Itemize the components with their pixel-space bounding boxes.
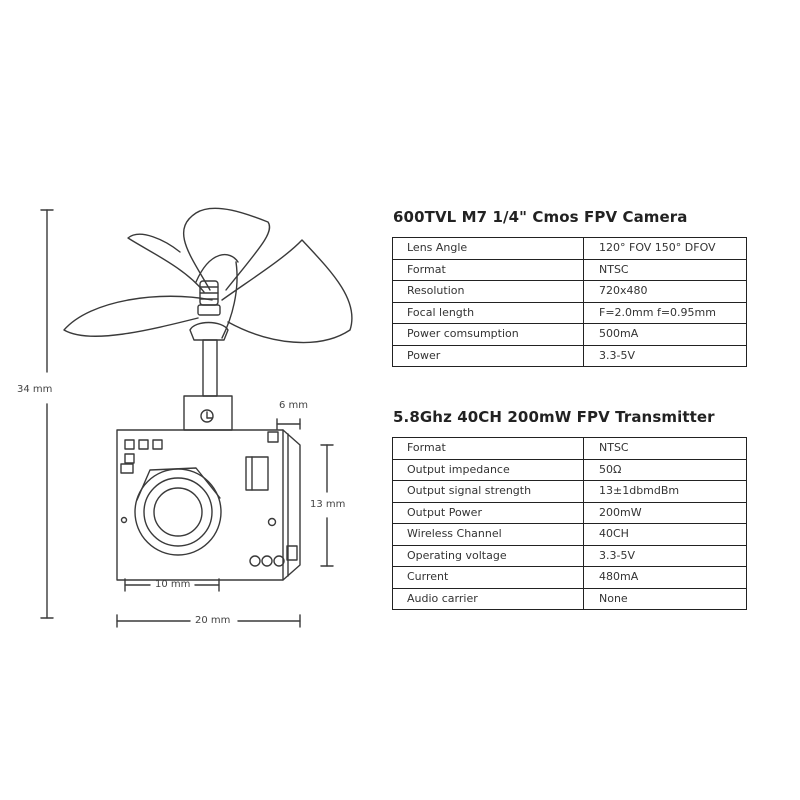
- spec-label: Output Power: [392, 502, 584, 524]
- transmitter-spec-title: 5.8Ghz 40CH 200mW FPV Transmitter: [393, 408, 715, 426]
- dimension-line-body-height: [320, 444, 334, 567]
- dimension-line-height: [40, 209, 54, 619]
- dimension-label-height: 34 mm: [17, 384, 53, 395]
- spec-value: 200mW: [583, 502, 747, 524]
- spec-value: 13±1dbmdBm: [583, 480, 747, 503]
- spec-value: 50Ω: [583, 459, 747, 481]
- camera-spec-title: 600TVL M7 1/4" Cmos FPV Camera: [393, 208, 688, 226]
- spec-label: Power: [392, 345, 584, 367]
- spec-value: None: [583, 588, 747, 610]
- spec-label: Resolution: [392, 280, 584, 303]
- spec-value: NTSC: [583, 259, 747, 281]
- dimension-line-depth: [276, 418, 301, 430]
- spec-label: Audio carrier: [392, 588, 584, 610]
- cloverleaf-antenna: [63, 207, 353, 397]
- spec-label: Output impedance: [392, 459, 584, 481]
- spec-label: Lens Angle: [392, 237, 584, 260]
- spec-value: 480mA: [583, 566, 747, 589]
- spec-label: Format: [392, 437, 584, 460]
- spec-label: Wireless Channel: [392, 523, 584, 546]
- spec-label: Current: [392, 566, 584, 589]
- dimension-label-lens-width: 10 mm: [155, 579, 191, 590]
- spec-value: 3.3-5V: [583, 545, 747, 567]
- spec-value: 720x480: [583, 280, 747, 303]
- dimension-label-body-width: 20 mm: [195, 615, 231, 626]
- spec-label: Format: [392, 259, 584, 281]
- dimension-line-body-width: [116, 614, 301, 628]
- spec-label: Operating voltage: [392, 545, 584, 567]
- spec-value: 40CH: [583, 523, 747, 546]
- dimension-line-lens-width: [124, 578, 220, 592]
- spec-value: F=2.0mm f=0.95mm: [583, 302, 747, 324]
- spec-label: Focal length: [392, 302, 584, 324]
- camera-body: [116, 429, 301, 581]
- spec-label: Power comsumption: [392, 323, 584, 346]
- dimension-label-depth: 6 mm: [279, 400, 309, 411]
- spec-value: 3.3-5V: [583, 345, 747, 367]
- spec-value: NTSC: [583, 437, 747, 460]
- spec-label: Output signal strength: [392, 480, 584, 503]
- spec-value: 500mA: [583, 323, 747, 346]
- dimension-label-body-height: 13 mm: [310, 499, 346, 510]
- spec-value: 120° FOV 150° DFOV: [583, 237, 747, 260]
- antenna-mount: [183, 395, 233, 431]
